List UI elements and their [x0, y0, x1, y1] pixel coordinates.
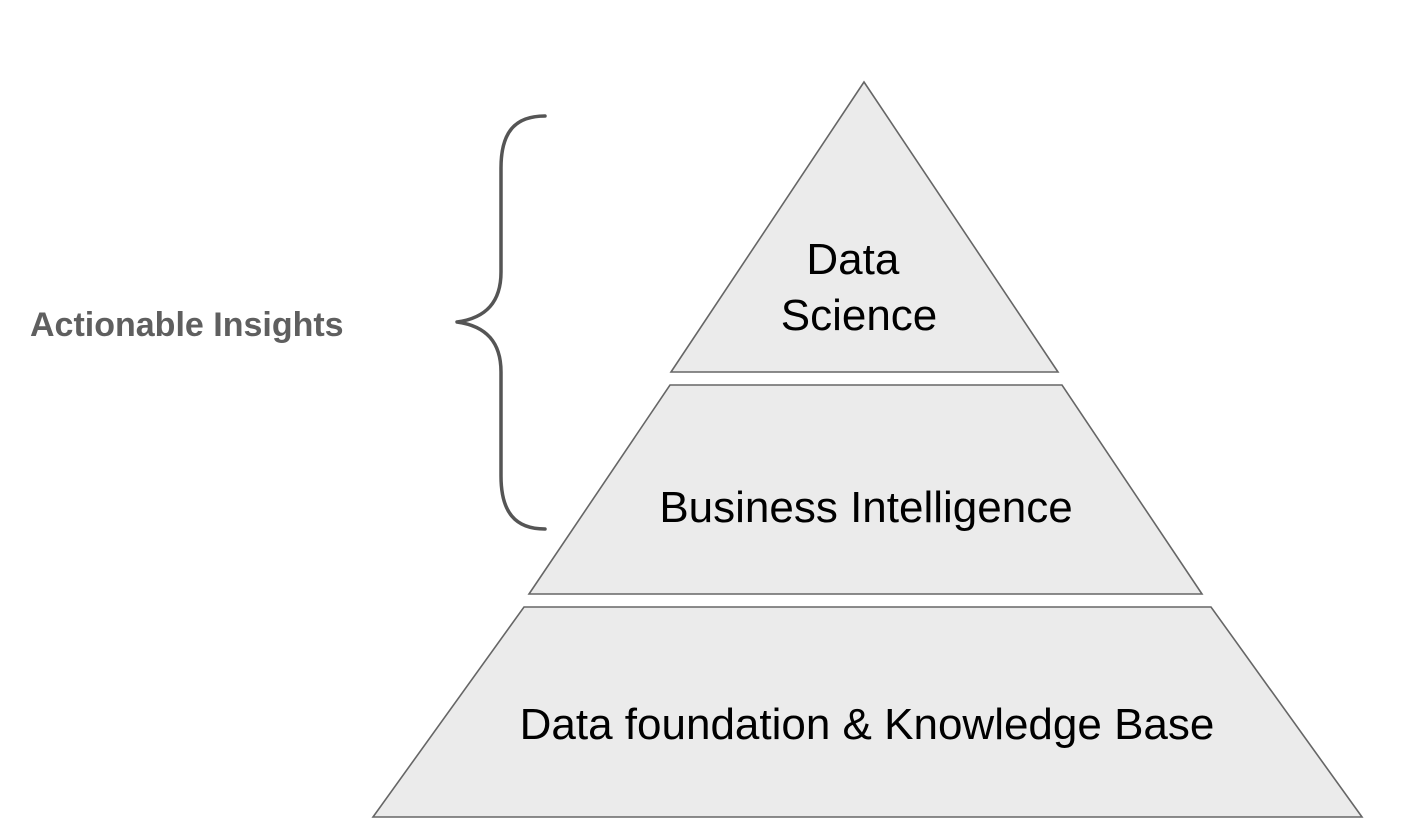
tier-business-intelligence-shape: [527, 384, 1204, 595]
tier-data-science-shape: [669, 80, 1060, 373]
tier-data-foundation-label: Data foundation & Knowledge Base: [520, 700, 1215, 749]
tier-data-science-line2: Science: [781, 291, 938, 340]
tier-data-science: Data Science: [669, 80, 1060, 373]
tier-data-science-label: Data Science: [781, 235, 938, 340]
tier-data-foundation-shape: [371, 606, 1364, 818]
tier-data-foundation: Data foundation & Knowledge Base: [371, 606, 1364, 818]
tier-data-science-line1: Data: [806, 235, 899, 284]
tier-business-intelligence-label: Business Intelligence: [659, 483, 1072, 532]
curly-brace-icon: [455, 114, 547, 531]
tier-business-intelligence: Business Intelligence: [527, 384, 1204, 595]
actionable-insights-label: Actionable Insights: [30, 306, 344, 344]
